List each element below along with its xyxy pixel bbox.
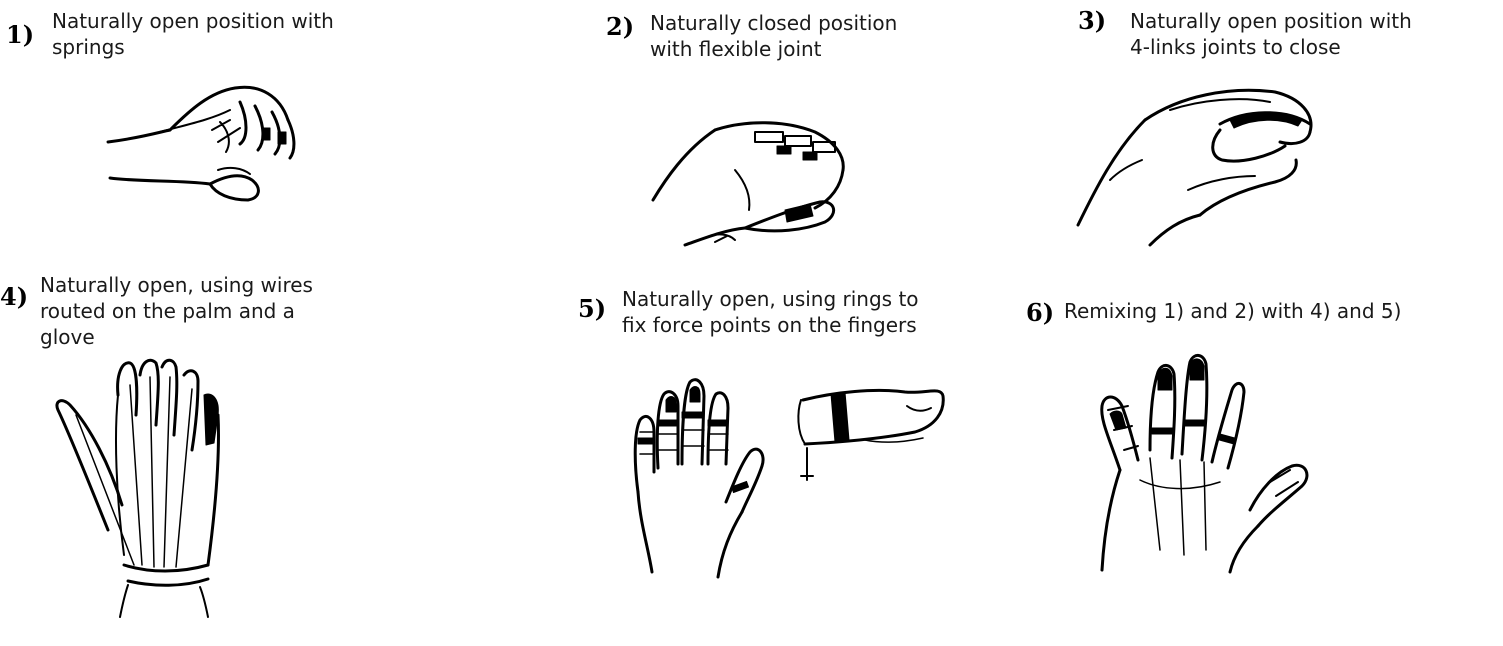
- panel-number: 4): [0, 282, 29, 311]
- panel-number: 6): [1026, 298, 1055, 327]
- hand-four-link-joints-sketch: [1076, 88, 1313, 247]
- hand-wires-glove-sketch: [55, 358, 221, 618]
- hand-with-springs-sketch: [106, 85, 296, 202]
- panel-number: 5): [578, 294, 607, 323]
- panel-number: 2): [606, 12, 635, 41]
- panel-caption: Naturally open, using wires routed on th…: [40, 273, 313, 349]
- panel-number: 3): [1078, 6, 1107, 35]
- panel-caption: Naturally open position with springs: [52, 9, 334, 59]
- panel-number: 1): [6, 20, 35, 49]
- panel-caption: Naturally open, using rings to fix force…: [622, 287, 919, 337]
- finger-ring-detail-sketch: [797, 388, 945, 481]
- panel-caption: Naturally closed position with flexible …: [650, 11, 898, 61]
- hand-rings-sketch: [633, 378, 765, 579]
- panel-caption: Remixing 1) and 2) with 4) and 5): [1064, 299, 1402, 323]
- hand-closed-flexible-joint-sketch: [651, 121, 845, 247]
- panel-caption: Naturally open position with 4-links joi…: [1130, 9, 1412, 59]
- hand-remix-sketch: [1100, 354, 1309, 574]
